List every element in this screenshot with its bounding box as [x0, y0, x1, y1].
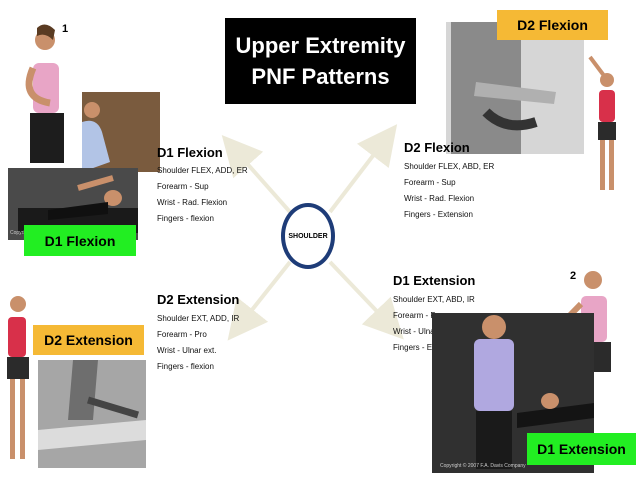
photo-d1-extension-therapist: Copyright © 2007 F.A. Davis Company	[432, 313, 594, 473]
line-d1-flexion-1: Shoulder FLEX, ADD, ER	[157, 166, 248, 175]
tag-d1-extension: D1 Extension	[527, 433, 636, 465]
line-d1-flexion-3: Wrist - Rad. Flexion	[157, 198, 228, 207]
title-box: Upper Extremity PNF Patterns	[225, 18, 416, 104]
number-two: 2	[570, 270, 577, 282]
title-line-2: PNF Patterns	[251, 64, 390, 89]
line-d2-flexion-4: Fingers - Extension	[404, 210, 473, 219]
line-d2-extension-4: Fingers - flexion	[157, 362, 214, 371]
shoulder-label: SHOULDER	[288, 232, 328, 240]
heading-d1-flexion: D1 Flexion	[157, 145, 223, 160]
line-d1-flexion-2: Forearm - Sup	[157, 182, 209, 191]
line-d2-extension-2: Forearm - Pro	[157, 330, 207, 339]
photo-d2-flexion-standing	[585, 52, 625, 197]
heading-d2-flexion: D2 Flexion	[404, 140, 470, 155]
shoulder-circle: SHOULDER	[281, 203, 335, 269]
line-d2-extension-3: Wrist - Ulnar ext.	[157, 346, 217, 355]
copyright-right: Copyright © 2007 F.A. Davis Company	[440, 463, 526, 469]
block-d2-extension: D2 Extension Shoulder EXT, ADD, IR Forea…	[157, 292, 239, 371]
block-d2-flexion: D2 Flexion Shoulder FLEX, ABD, ER Forear…	[404, 140, 494, 219]
arrow-up-right	[328, 124, 398, 214]
line-d2-flexion-1: Shoulder FLEX, ABD, ER	[404, 162, 495, 171]
photo-d2-extension-therapist	[38, 360, 146, 468]
line-d1-extension-1: Shoulder EXT, ABD, IR	[393, 295, 475, 304]
photo-d1-flexion-therapist	[82, 92, 160, 172]
arrow-down-right	[328, 260, 404, 340]
line-d1-extension-4: Fingers - Extension	[393, 343, 462, 352]
photo-d2-extension-standing	[0, 292, 36, 467]
heading-d2-extension: D2 Extension	[157, 292, 240, 307]
line-d1-flexion-4: Fingers - flexion	[157, 214, 214, 223]
block-d1-flexion: D1 Flexion Shoulder FLEX, ADD, ER Forear…	[157, 145, 248, 223]
number-one: 1	[62, 23, 69, 35]
photo-d1-flexion-standing	[15, 18, 73, 168]
tag-d2-flexion: D2 Flexion	[497, 10, 608, 40]
tag-d1-flexion: D1 Flexion	[24, 225, 136, 256]
line-d2-extension-1: Shoulder EXT, ADD, IR	[157, 314, 240, 323]
arrow-up-left	[221, 135, 292, 214]
photo-d2-flexion-therapist	[446, 22, 584, 154]
line-d2-flexion-3: Wrist - Rad. Flexion	[404, 194, 475, 203]
heading-d1-extension: D1 Extension	[393, 273, 476, 288]
line-d1-extension-2: Forearm - Pro	[393, 311, 443, 320]
line-d2-flexion-2: Forearm - Sup	[404, 178, 456, 187]
title-line-1: Upper Extremity	[235, 33, 406, 58]
tag-d2-extension: D2 Extension	[33, 325, 144, 355]
arrow-down-left	[227, 260, 292, 341]
